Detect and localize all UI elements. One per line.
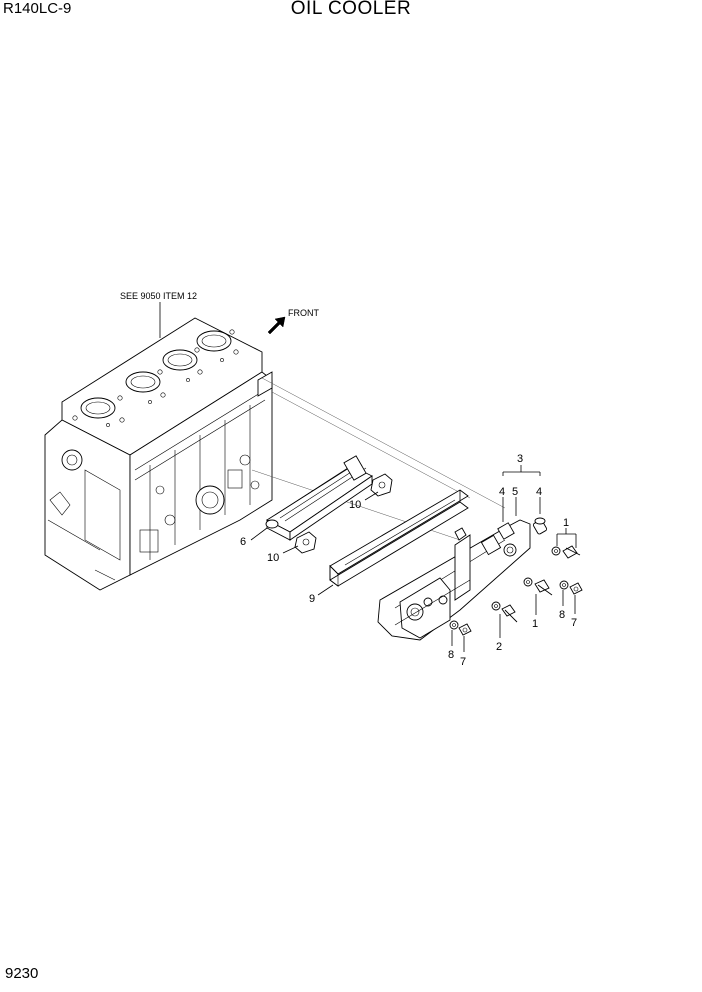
model-code: R140LC-9 [3,0,72,17]
callout-4-right: 4 [536,486,542,498]
callout-8-bottom: 8 [448,649,454,661]
front-label: FRONT [288,308,319,318]
washer-nut-bottom [449,620,472,636]
page-title: OIL COOLER [290,0,412,19]
gasket-lower [294,531,317,554]
callout-6: 6 [240,536,246,548]
callout-4-left: 4 [499,486,505,498]
bolt-1-upper [551,545,581,559]
callout-8-right: 8 [559,609,565,621]
bolt-1-middle [523,577,553,596]
front-arrow-icon [267,316,286,335]
callout-5: 5 [512,486,518,498]
callout-10-upper: 10 [349,499,361,511]
oil-cooler-cover [377,519,531,641]
callout-10-lower: 10 [267,552,279,564]
callout-1-upper: 1 [563,517,569,529]
cover-gasket [329,489,469,587]
callout-9: 9 [309,593,315,605]
page-number: 9230 [5,965,39,982]
see-reference-label: SEE 9050 ITEM 12 [120,291,197,301]
engine-block [44,317,273,591]
callout-2: 2 [496,641,502,653]
gasket-upper [370,473,393,497]
callout-leaders [250,465,577,652]
washer-nut-right [559,580,583,595]
callout-1-middle: 1 [532,618,538,630]
callout-3: 3 [517,453,523,465]
callout-7-bottom: 7 [460,656,466,668]
bolt-2 [491,601,518,623]
oil-cooler-element [265,455,373,541]
callout-7-right: 7 [571,617,577,629]
plug-5 [532,517,548,535]
